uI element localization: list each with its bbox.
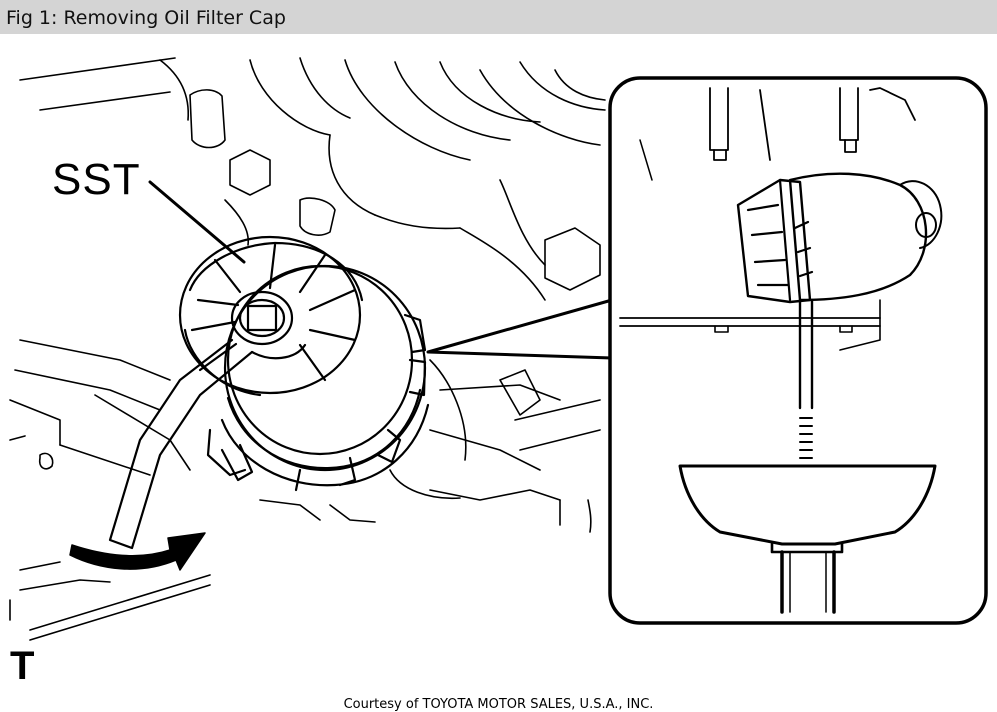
sst-leader-line — [148, 180, 246, 264]
oil-filter-illustration — [9, 57, 988, 641]
curved-arrow-icon — [69, 532, 206, 571]
inset-detail — [608, 76, 988, 625]
figure-title: Fig 1: Removing Oil Filter Cap — [6, 7, 286, 29]
sst-callout-label: SST — [52, 155, 141, 204]
sst-wrench — [108, 235, 364, 550]
inset-connector-lines — [426, 298, 614, 360]
engine-background — [9, 57, 606, 641]
oil-filter-cap — [206, 264, 430, 492]
figure-credit: Courtesy of TOYOTA MOTOR SALES, U.S.A., … — [343, 697, 654, 712]
figure-header: Fig 1: Removing Oil Filter Cap — [0, 0, 997, 34]
orientation-marker-label: T — [10, 644, 35, 688]
